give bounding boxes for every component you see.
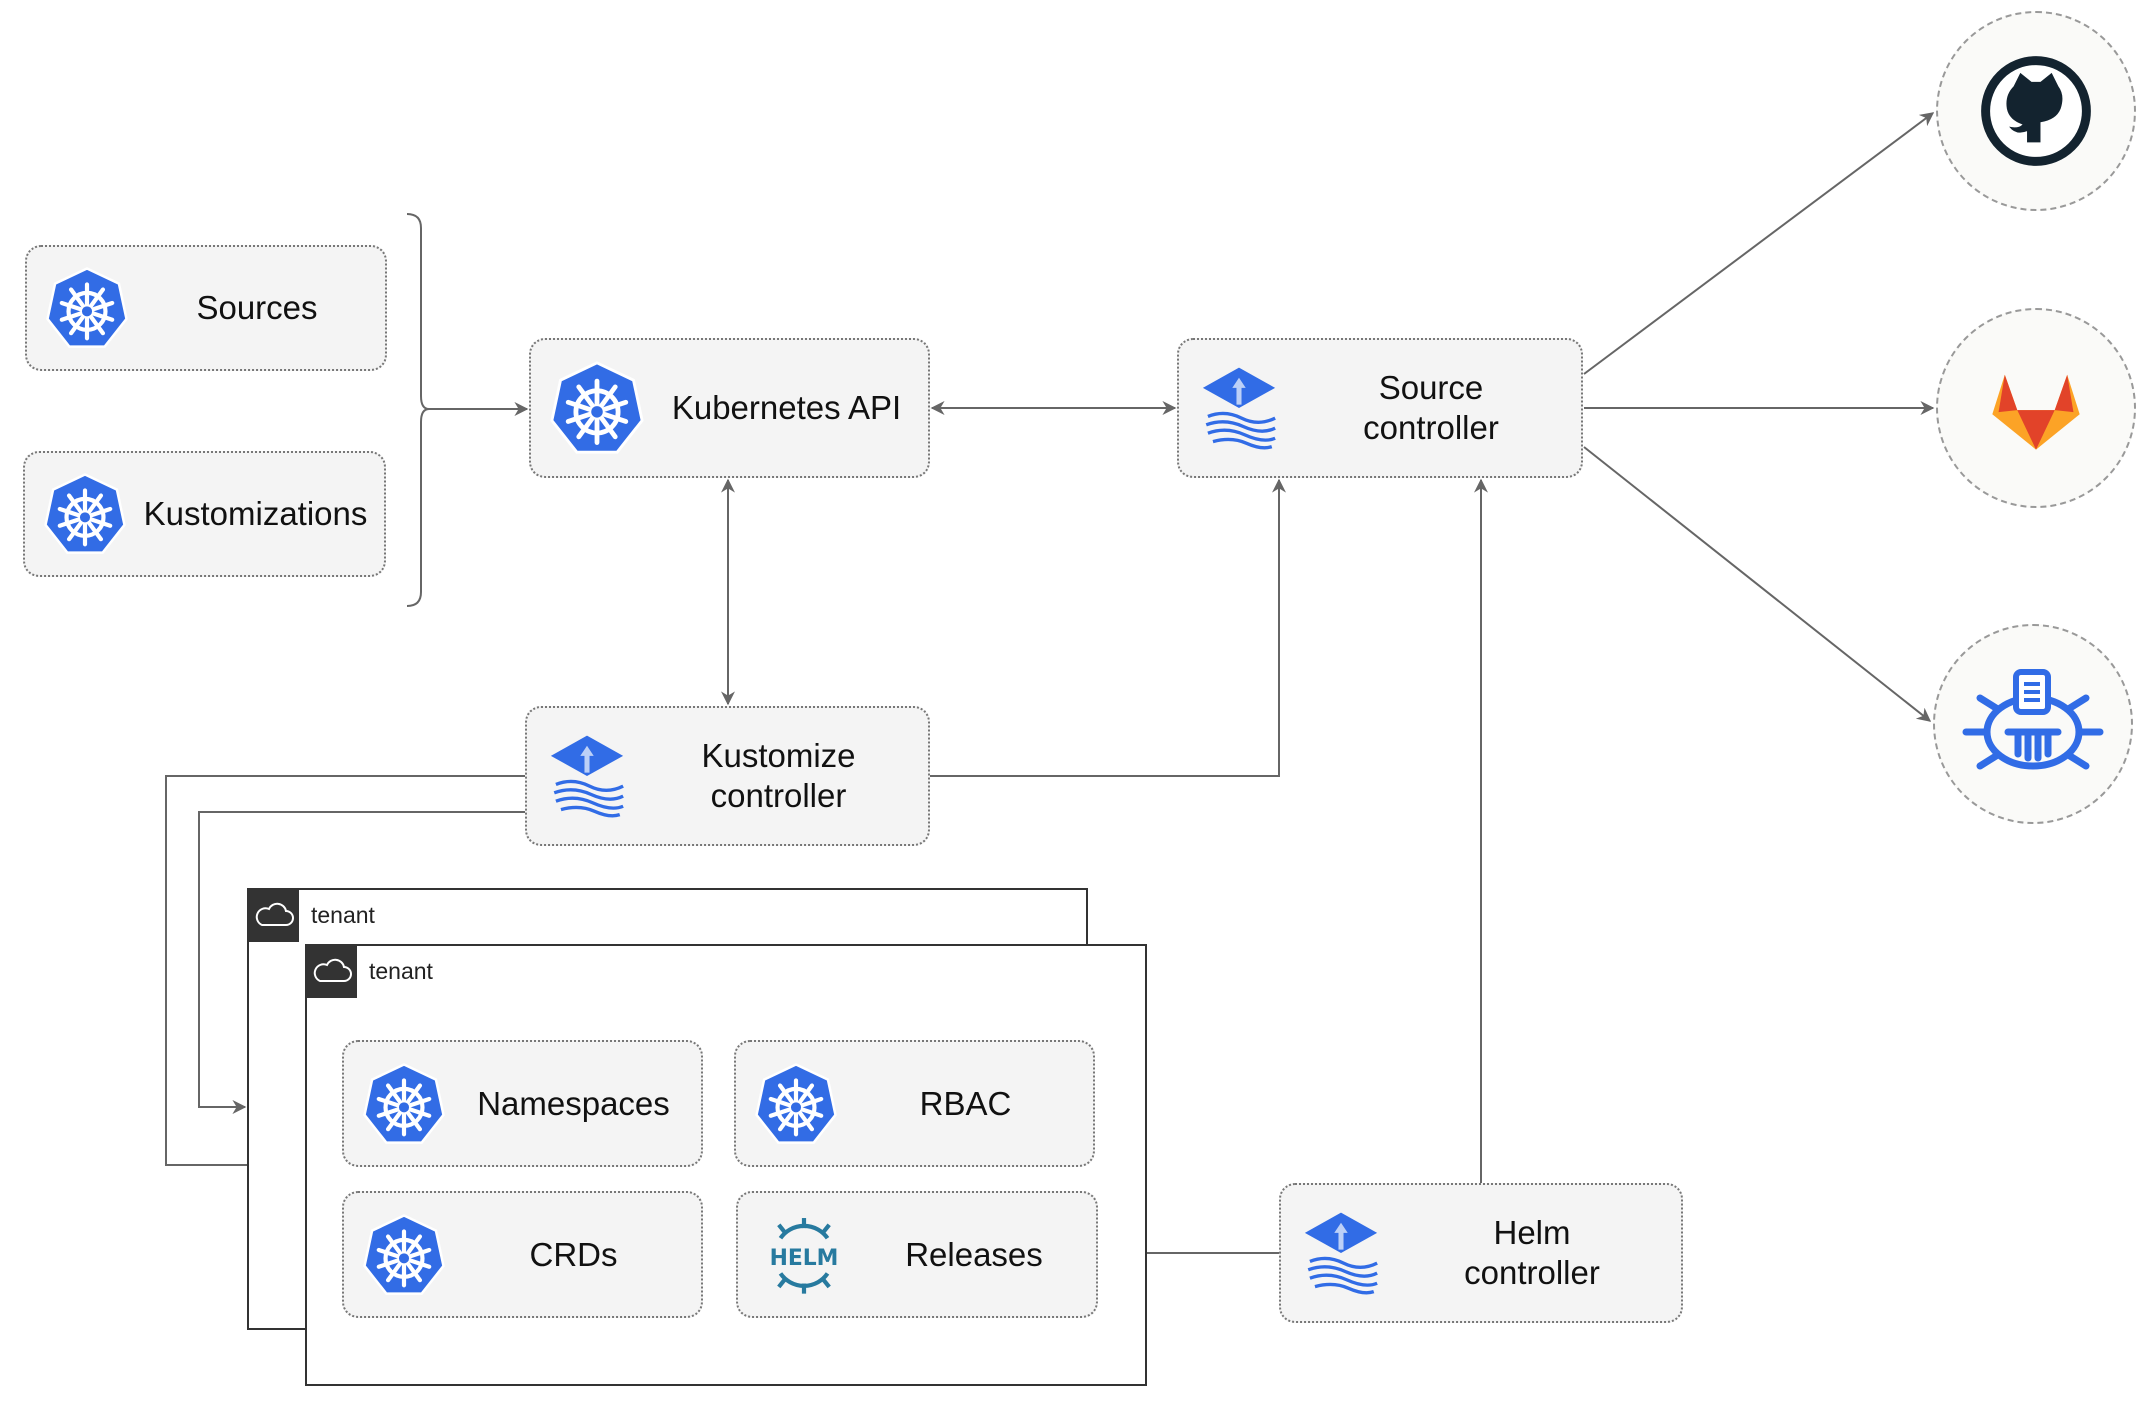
source-controller-box[interactable]: Source controller	[1177, 338, 1583, 478]
helm-repository-node[interactable]	[1933, 624, 2133, 824]
flux-icon	[549, 734, 625, 818]
kubernetes-icon	[549, 360, 645, 456]
flux-icon	[1201, 366, 1277, 450]
rbac-label: RBAC	[919, 1084, 1012, 1122]
releases-box[interactable]: HELM Releases	[736, 1191, 1098, 1318]
kustomizations-box[interactable]: Kustomizations	[23, 451, 386, 577]
kubernetes-icon	[45, 266, 129, 350]
rbac-box[interactable]: RBAC	[734, 1040, 1095, 1167]
svg-text:HELM: HELM	[770, 1246, 839, 1271]
namespaces-label: Namespaces	[477, 1084, 670, 1122]
gitlab-icon	[1992, 374, 2080, 450]
kubernetes-icon	[362, 1213, 446, 1297]
github-icon	[1981, 56, 2091, 166]
sources-label: Sources	[196, 289, 318, 326]
arrow-source-to-github	[1583, 112, 1935, 375]
flux-icon	[1303, 1211, 1379, 1295]
kubernetes-icon	[362, 1062, 446, 1146]
helm-repository-icon	[1962, 669, 2104, 770]
tenant-label: tenant	[369, 958, 433, 984]
kubernetes-icon	[43, 472, 127, 556]
releases-label: Releases	[905, 1235, 1043, 1273]
namespaces-box[interactable]: Namespaces	[342, 1040, 703, 1167]
kustomizations-label: Kustomizations	[143, 495, 368, 532]
helm-icon: HELM	[770, 1217, 839, 1294]
kustomize-controller-label: Kustomize controller	[701, 737, 856, 814]
gitlab-node[interactable]	[1936, 308, 2136, 508]
arrow-kustomize-to-source	[930, 478, 1286, 777]
tenant-label: tenant	[311, 902, 375, 928]
arrow-kustomize-to-tenant-back	[198, 811, 525, 1114]
kubernetes-api-box[interactable]: Kubernetes API	[529, 338, 930, 478]
crds-box[interactable]: CRDs	[342, 1191, 703, 1318]
cloud-icon	[249, 890, 299, 942]
kubernetes-icon	[754, 1062, 838, 1146]
arrow-kustomize-to-tenant-front	[165, 775, 525, 1172]
helm-controller-box[interactable]: Helm controller	[1279, 1183, 1683, 1323]
helm-controller-label: Helm controller	[1464, 1214, 1600, 1291]
kustomize-controller-box[interactable]: Kustomize controller	[525, 706, 930, 846]
arrow-source-to-helmrepo	[1583, 446, 1932, 722]
kubernetes-api-label: Kubernetes API	[671, 389, 902, 426]
crds-label: CRDs	[529, 1235, 618, 1273]
sources-box[interactable]: Sources	[25, 245, 387, 371]
github-node[interactable]	[1936, 11, 2136, 211]
cloud-icon	[307, 946, 357, 998]
brace	[406, 213, 430, 607]
source-controller-label: Source controller	[1363, 369, 1499, 446]
